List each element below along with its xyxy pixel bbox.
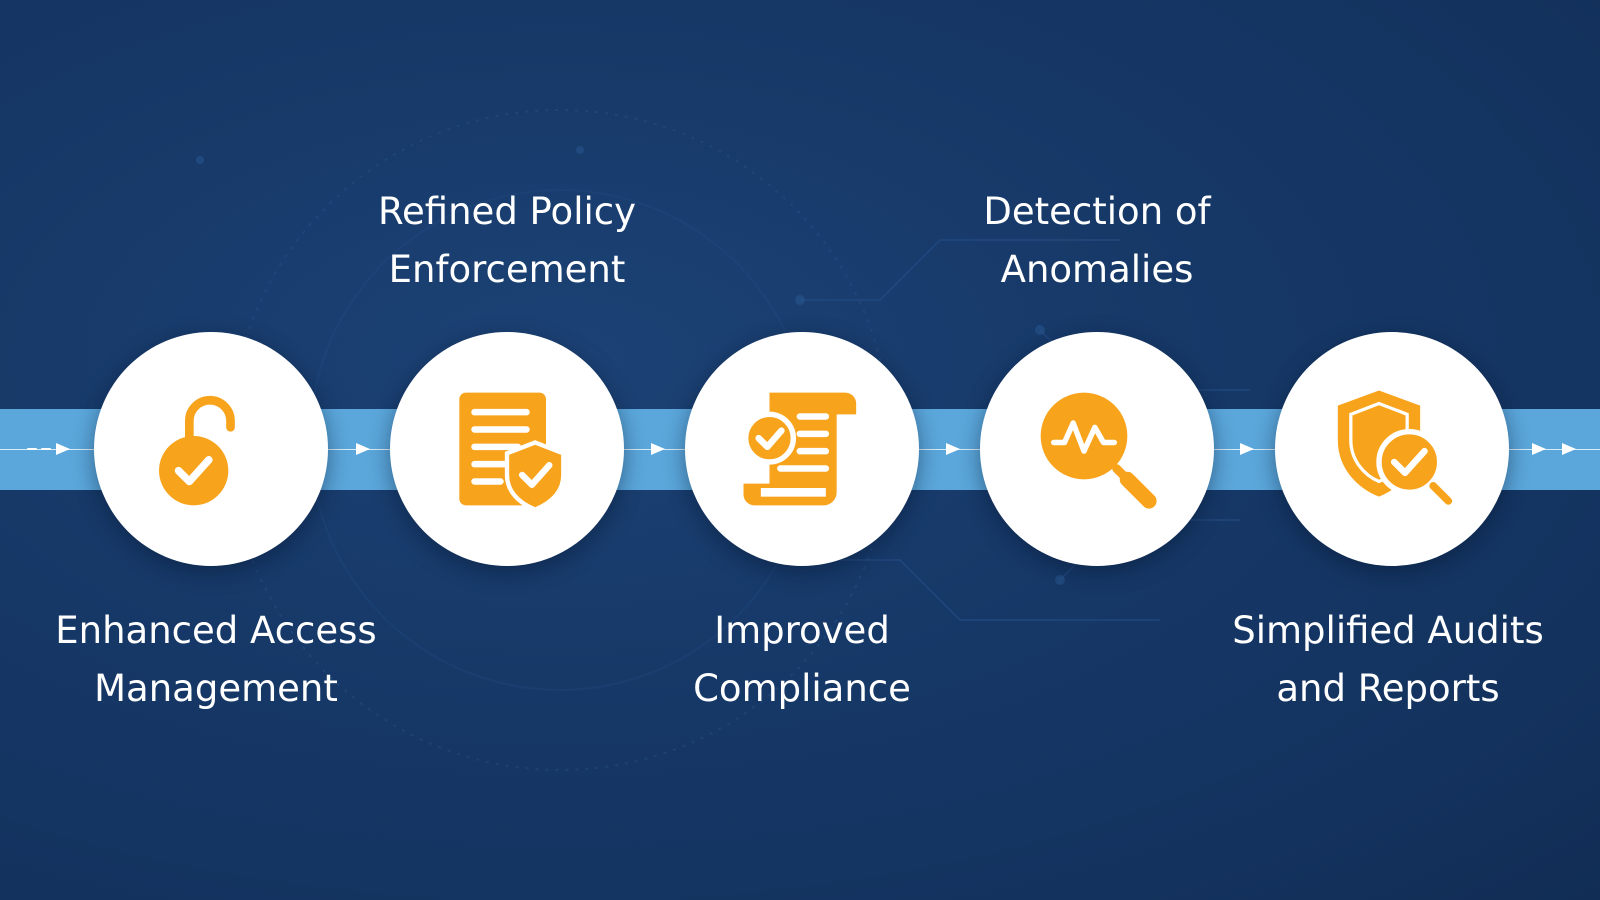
arrow-head: [946, 443, 960, 455]
unlocked-padlock-check-icon: [159, 395, 235, 506]
arrow-head: [1532, 443, 1546, 455]
step-label-1: Enhanced Access Management: [55, 609, 377, 710]
timeline-arrows: [27, 443, 1576, 455]
step-label-2: Refined Policy Enforcement: [377, 190, 636, 291]
arrow-head: [651, 443, 665, 455]
step-circle-4: [980, 332, 1214, 566]
step-label-4: Detection of Anomalies: [983, 190, 1211, 291]
step-label-5: Simplified Audits and Reports: [1232, 609, 1544, 710]
step-circle-2: [390, 332, 624, 566]
step-label-3: Improved Compliance: [693, 609, 911, 710]
step-circle-3: [685, 332, 919, 566]
scroll-checklist-icon: [742, 392, 857, 506]
shield-magnifier-check-icon: [1337, 390, 1453, 505]
arrow-head: [1562, 443, 1576, 455]
arrow-head: [56, 443, 70, 455]
document-shield-check-icon: [459, 392, 566, 513]
arrow-head: [356, 443, 370, 455]
step-circle-5: [1275, 332, 1509, 566]
step-circle-1: [94, 332, 328, 566]
anomaly-magnifier-icon: [1040, 392, 1157, 509]
arrow-head: [1240, 443, 1254, 455]
